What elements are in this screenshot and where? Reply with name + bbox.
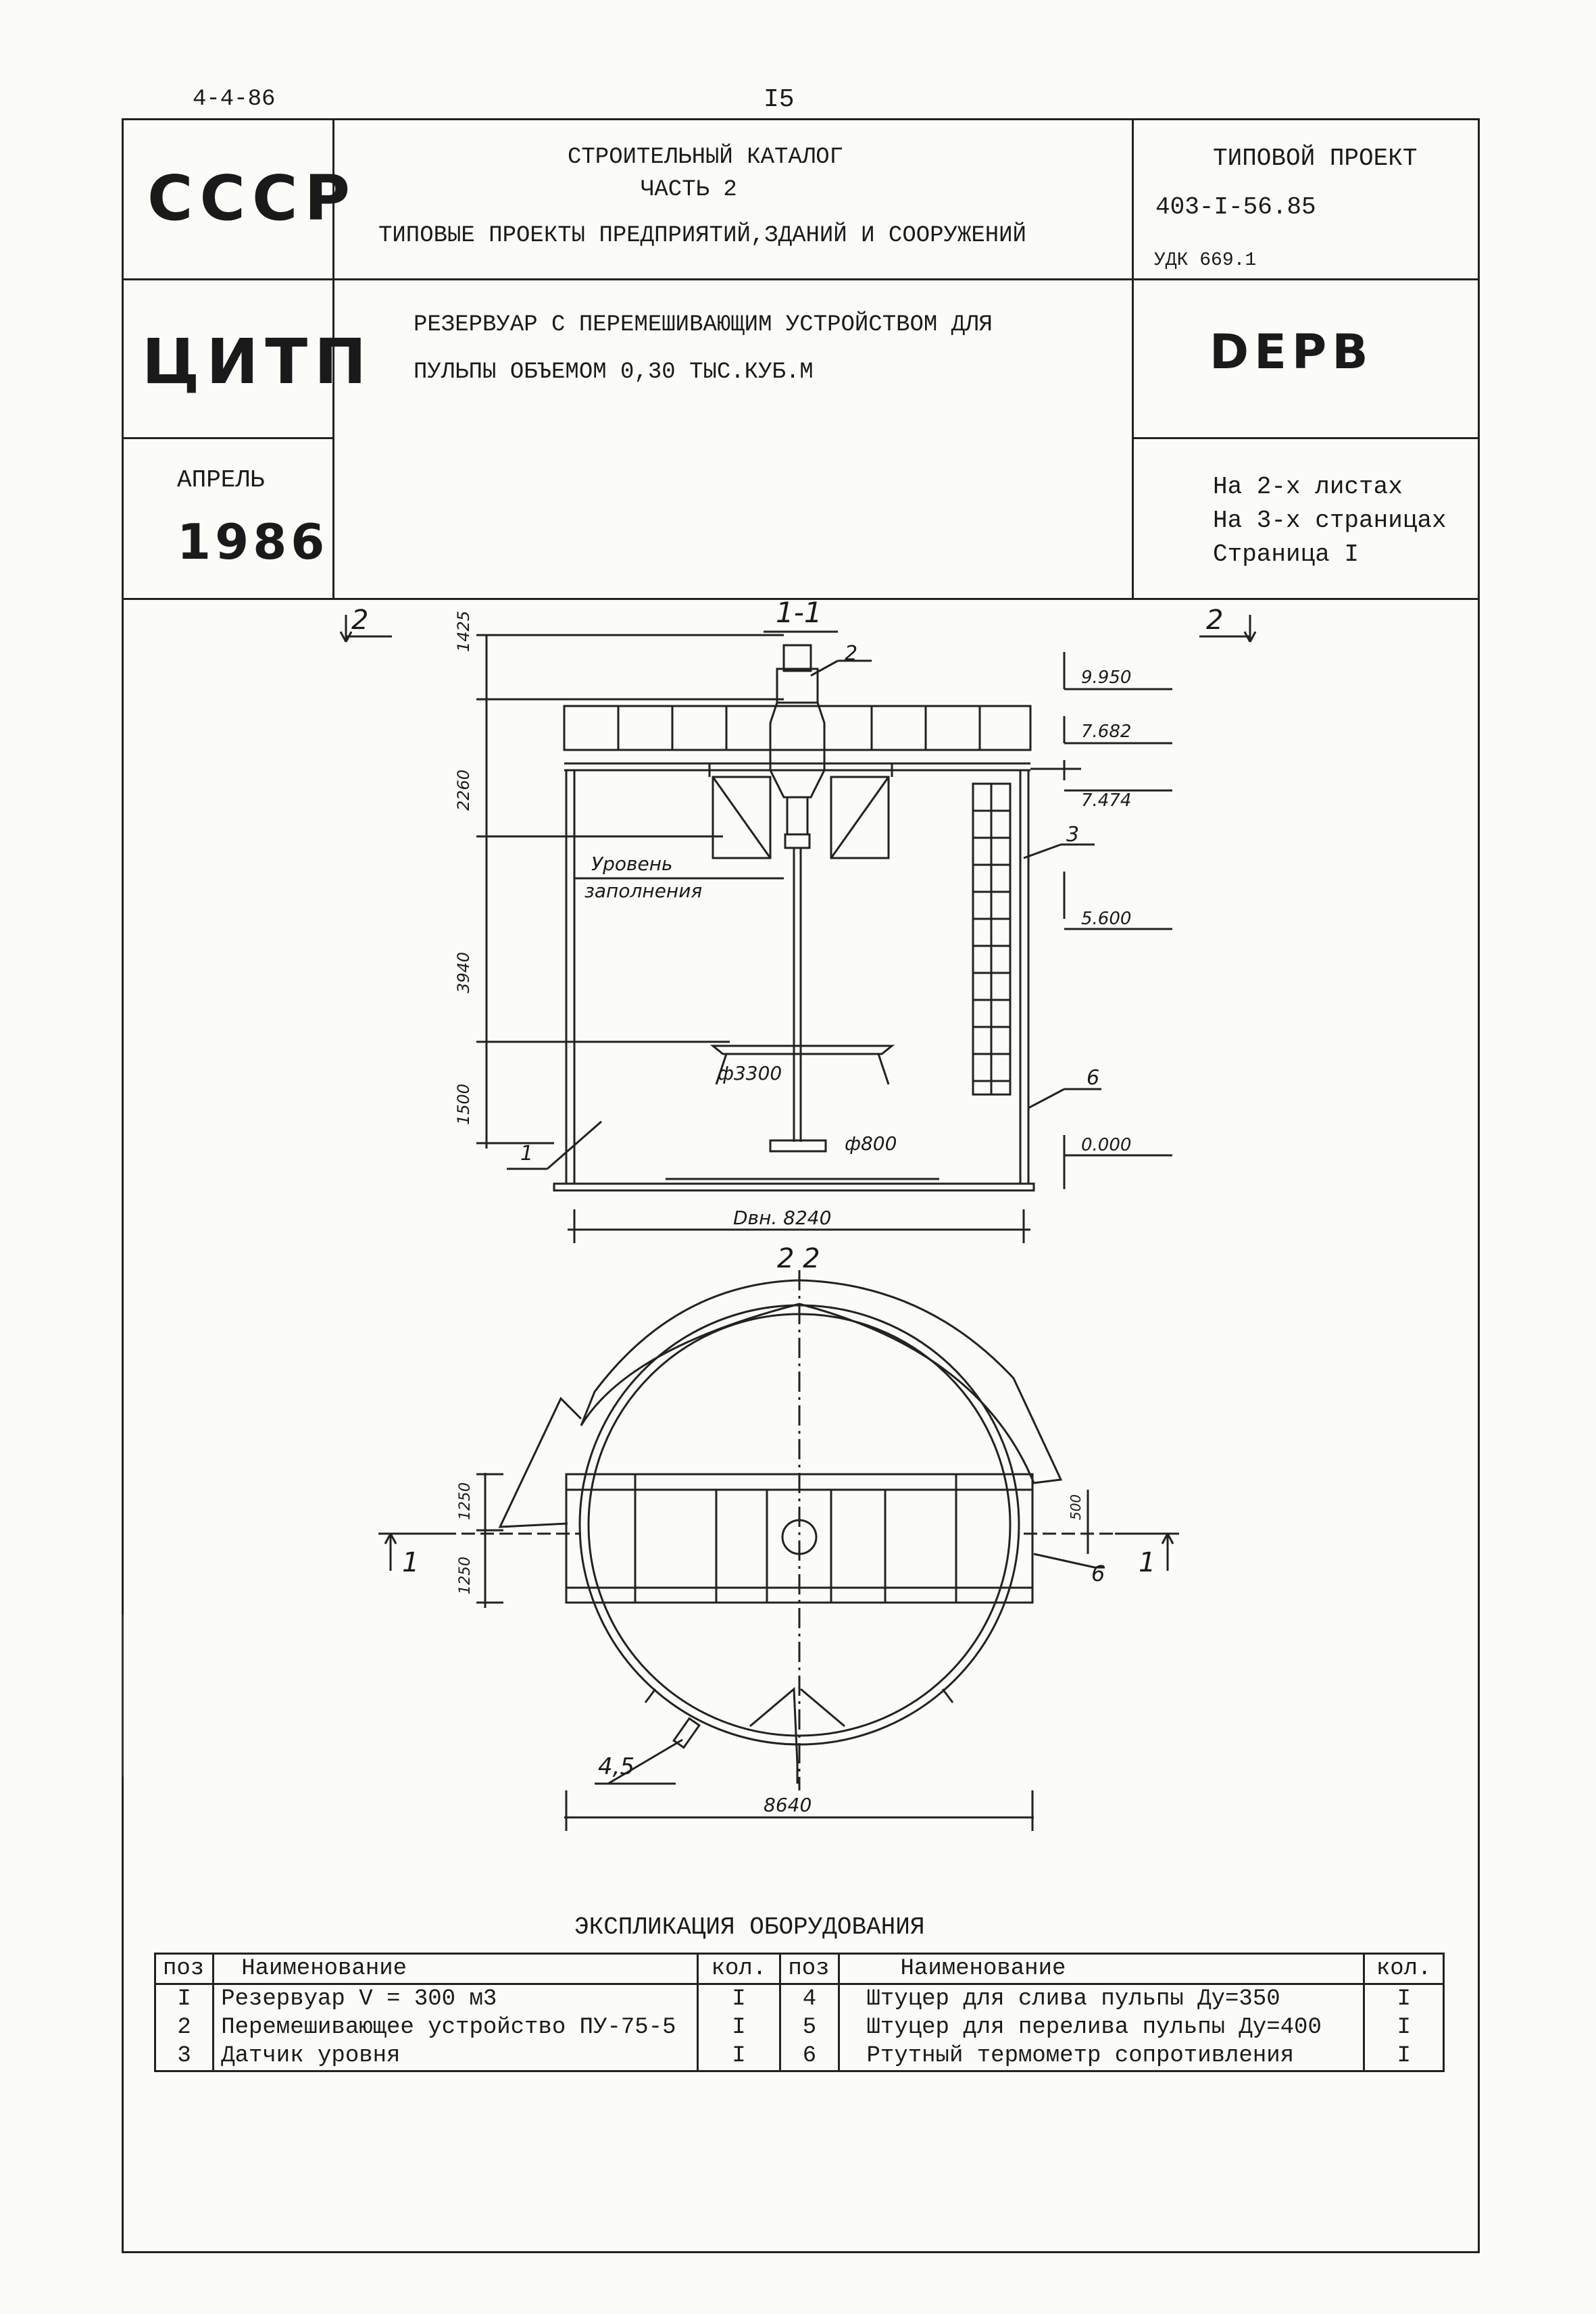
- plan-dim-2: 1250: [457, 1557, 474, 1594]
- elevation-1: 9.950: [1081, 668, 1132, 688]
- spec-title: ЭКСПЛИКАЦИЯ ОБОРУДОВАНИЯ: [574, 1913, 925, 1941]
- plan-pos-4-5: 4,5: [598, 1753, 635, 1780]
- code-word: DEPB: [1210, 324, 1374, 380]
- row-qty: I: [1363, 2013, 1445, 2042]
- equipment-table: поз Наименование кол. поз Наименование к…: [153, 1953, 1445, 2072]
- sheet-frame: [122, 118, 1480, 2253]
- header-col-line-1: [332, 118, 334, 599]
- cut-label-right: 2: [1206, 605, 1224, 636]
- row-pos: 2: [153, 2013, 215, 2042]
- row-pos: 6: [779, 2042, 840, 2072]
- inner-diameter-label: Dвн. 8240: [733, 1207, 832, 1229]
- pages-count: На 3-х страницах: [1213, 507, 1447, 534]
- plan-section-label: 2 2: [777, 1243, 820, 1274]
- row-pos: I: [153, 1984, 215, 2013]
- support-frame-right: [830, 776, 890, 859]
- col-pos-left: поз: [153, 1953, 215, 1985]
- header-row-line-1: [122, 278, 1480, 280]
- row-name: Резервуар V = 300 м3: [212, 1984, 699, 2013]
- elevation-4: 5.600: [1081, 909, 1132, 929]
- tank-bottom: [553, 1182, 1035, 1192]
- page-number: I5: [764, 85, 795, 114]
- elevation-5: 0.000: [1081, 1135, 1132, 1155]
- impeller-upper: [709, 1045, 895, 1055]
- cut-label-left: 2: [351, 605, 369, 636]
- pos-label-1: 1: [520, 1142, 534, 1165]
- outer-diameter-label: 8640: [764, 1794, 812, 1816]
- pos-label-3: 3: [1066, 823, 1080, 847]
- project-label: ТИПОВОЙ ПРОЕКТ: [1213, 145, 1418, 172]
- dim-vertical-3: 3940: [454, 951, 473, 993]
- pos-label-2: 2: [845, 642, 858, 665]
- roof-panels: [563, 705, 1032, 751]
- udk-code: УДК 669.1: [1154, 250, 1257, 271]
- plan-dim-1: 1250: [457, 1482, 474, 1520]
- row-qty: I: [696, 2013, 782, 2042]
- row-qty: I: [696, 1984, 782, 2013]
- fill-level-label-1: Уровень: [591, 853, 673, 875]
- binding-mark: [122, 1615, 124, 1777]
- dim-vertical-2: 2260: [454, 769, 473, 811]
- header-row-line-2a: [122, 437, 334, 439]
- project-number: 403-I-56.85: [1155, 193, 1316, 221]
- col-qty-right: кол.: [1363, 1953, 1445, 1985]
- row-name: Штуцер для слива пульпы Ду=350: [837, 1984, 1366, 2013]
- col-name-right: Наименование: [837, 1953, 1366, 1985]
- table-row: 2 Перемешивающее устройство ПУ-75-5 I 5 …: [153, 2013, 1445, 2042]
- row-qty: I: [1363, 2042, 1445, 2072]
- mixer-motor-top: [782, 644, 812, 672]
- dim-vertical-4: 1500: [454, 1083, 473, 1125]
- section-label: 1-1: [776, 596, 822, 629]
- pos-label-6: 6: [1087, 1066, 1100, 1090]
- catalog-subtitle: ТИПОВЫЕ ПРОЕКТЫ ПРЕДПРИЯТИЙ,ЗДАНИЙ И СОО…: [378, 223, 1026, 249]
- header-row-line-2b: [1132, 437, 1480, 439]
- header-col-line-2: [1132, 118, 1134, 599]
- catalog-part: ЧАСТЬ 2: [641, 177, 737, 203]
- col-pos-right: поз: [779, 1953, 840, 1985]
- org-ussr: СССР: [147, 162, 357, 234]
- drawing-title-1: РЕЗЕРВУАР С ПЕРЕМЕШИВАЮЩИМ УСТРОЙСТВОМ Д…: [414, 312, 993, 338]
- row-name: Штуцер для перелива пульпы Ду=400: [837, 2013, 1366, 2042]
- impeller-diameter: ф3300: [718, 1062, 782, 1084]
- plan-dim-3: 500: [1068, 1494, 1084, 1520]
- sheets-count: На 2-х листах: [1213, 473, 1403, 501]
- dim-vertical-1: 1425: [454, 610, 473, 652]
- page-index: Страница I: [1213, 540, 1360, 568]
- table-row: 3 Датчик уровня I 6 Ртутный термометр со…: [153, 2042, 1445, 2072]
- row-pos: 5: [779, 2013, 840, 2042]
- bottom-diameter: ф800: [845, 1132, 897, 1155]
- page-code: 4-4-86: [193, 86, 276, 112]
- col-qty-left: кол.: [696, 1953, 782, 1985]
- header-bottom-line: [122, 598, 1480, 600]
- issue-year: 1986: [177, 513, 329, 570]
- row-pos: 3: [153, 2042, 215, 2072]
- impeller-lower: [769, 1139, 827, 1153]
- row-qty: I: [1363, 1984, 1445, 2013]
- fill-level-label-2: заполнения: [584, 880, 703, 902]
- elevation-3: 7.474: [1081, 790, 1132, 811]
- col-name-left: Наименование: [212, 1953, 699, 1985]
- mixer-gearbox: [769, 701, 826, 799]
- drawing-title-2: ПУЛЬПЫ ОБЪЕМОМ 0,30 ТЫС.КУБ.М: [414, 359, 814, 385]
- table-row: I Резервуар V = 300 м3 I 4 Штуцер для сл…: [153, 1984, 1445, 2013]
- row-qty: I: [696, 2042, 782, 2072]
- elevation-2: 7.682: [1081, 722, 1132, 742]
- support-frame-left: [712, 776, 772, 859]
- row-name: Перемешивающее устройство ПУ-75-5: [212, 2013, 699, 2042]
- catalog-title: СТРОИТЕЛЬНЫЙ КАТАЛОГ: [568, 145, 844, 170]
- row-name: Датчик уровня: [212, 2042, 699, 2072]
- plan-cut-label-left: 1: [402, 1547, 420, 1578]
- plan-drain-fitting: [749, 1686, 845, 1764]
- row-name: Ртутный термометр сопротивления: [837, 2042, 1366, 2072]
- plan-cut-label-right: 1: [1139, 1547, 1156, 1578]
- org-citp: ЦИТП: [142, 326, 374, 398]
- plan-staircase: [580, 1279, 1063, 1484]
- plan-pos-6: 6: [1091, 1561, 1105, 1586]
- table-header-row: поз Наименование кол. поз Наименование к…: [153, 1953, 1445, 1985]
- row-pos: 4: [779, 1984, 840, 2013]
- issue-month: АПРЕЛЬ: [177, 466, 265, 494]
